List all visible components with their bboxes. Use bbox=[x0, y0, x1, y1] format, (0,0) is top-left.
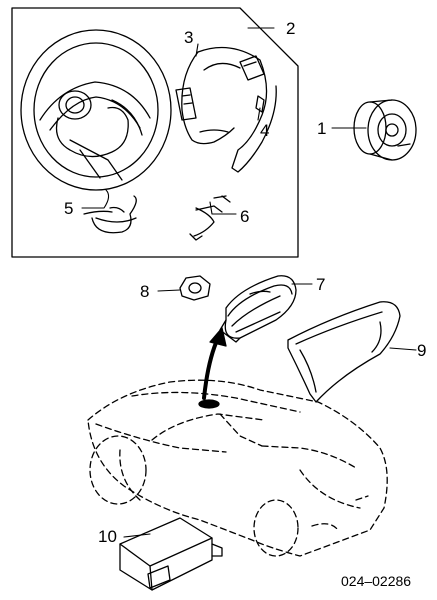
callout-8: 8 bbox=[140, 282, 149, 301]
callout-4: 4 bbox=[260, 121, 269, 140]
callout-2: 2 bbox=[286, 19, 295, 38]
wire-harness-5 bbox=[83, 195, 137, 234]
nut bbox=[179, 275, 211, 301]
callout-9: 9 bbox=[417, 341, 426, 360]
callout-3: 3 bbox=[184, 28, 193, 47]
callout-7: 7 bbox=[316, 275, 325, 294]
retaining-clip bbox=[255, 95, 265, 113]
diagram-code: 024–02286 bbox=[341, 573, 411, 589]
steering-wheel bbox=[20, 29, 172, 191]
wire-harness-6 bbox=[189, 195, 231, 241]
assembly-frame bbox=[11, 7, 299, 258]
dashboard-trim-panel bbox=[287, 301, 401, 403]
pointer-arrow bbox=[202, 336, 220, 400]
passenger-airbag-module bbox=[219, 275, 297, 343]
column-trim-cover bbox=[175, 46, 277, 173]
callout-1: 1 bbox=[317, 119, 326, 138]
callout-10: 10 bbox=[98, 527, 117, 546]
airbag-location-mark bbox=[198, 399, 220, 409]
callout-5: 5 bbox=[64, 199, 73, 218]
control-module bbox=[119, 517, 223, 591]
callout-6: 6 bbox=[240, 207, 249, 226]
leader-lines bbox=[81, 27, 417, 538]
car-outline bbox=[87, 379, 388, 557]
driver-airbag-module bbox=[353, 99, 417, 161]
